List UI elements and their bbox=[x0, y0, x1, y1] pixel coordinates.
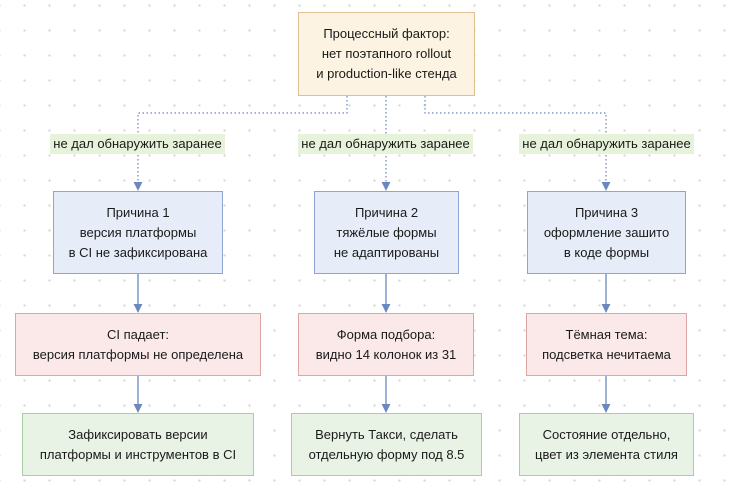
node-line: подсветка нечитаема bbox=[542, 346, 671, 362]
process-factor-node: Процессный фактор: нет поэтапного rollou… bbox=[298, 12, 475, 96]
effect-node-3: Тёмная тема: подсветка нечитаема bbox=[526, 313, 687, 376]
cause-node-3: Причина 3 оформление зашито в коде формы bbox=[527, 191, 686, 274]
node-line: Процессный фактор: bbox=[323, 26, 450, 41]
edge-label-2: не дал обнаружить заранее bbox=[298, 134, 473, 154]
node-line: видно 14 колонок из 31 bbox=[315, 346, 457, 362]
node-line: Причина 1 bbox=[106, 204, 170, 220]
node-line: версия платформы не определена bbox=[32, 346, 244, 362]
node-line: и production-like стенда bbox=[316, 66, 457, 81]
node-line: оформление зашито bbox=[543, 224, 670, 240]
edge-label-3: не дал обнаружить заранее bbox=[519, 134, 694, 154]
node-line: не адаптированы bbox=[333, 244, 440, 260]
node-line: CI падает: bbox=[106, 326, 170, 342]
node-line: нет поэтапного rollout bbox=[321, 46, 452, 61]
node-line: Причина 2 bbox=[354, 204, 419, 220]
node-line: Вернуть Такси, сделать bbox=[315, 426, 458, 442]
node-line: цвет из элемента стиля bbox=[535, 446, 678, 462]
fix-node-3: Состояние отдельно, цвет из элемента сти… bbox=[519, 413, 694, 476]
node-line: тяжёлые формы bbox=[336, 224, 437, 240]
node-line: в CI не зафиксирована bbox=[68, 244, 208, 260]
fix-node-1: Зафиксировать версии платформы и инструм… bbox=[22, 413, 254, 476]
node-line: Причина 3 bbox=[574, 204, 639, 220]
fix-node-2: Вернуть Такси, сделать отдельную форму п… bbox=[291, 413, 482, 476]
effect-node-1: CI падает: версия платформы не определен… bbox=[15, 313, 261, 376]
node-line: платформы и инструментов в CI bbox=[39, 446, 237, 462]
effect-node-2: Форма подбора: видно 14 колонок из 31 bbox=[298, 313, 474, 376]
edge-label-1: не дал обнаружить заранее bbox=[50, 134, 225, 154]
node-line: версия платформы bbox=[79, 224, 197, 240]
cause-node-1: Причина 1 версия платформы в CI не зафик… bbox=[53, 191, 223, 274]
node-line: Форма подбора: bbox=[336, 326, 436, 342]
node-line: Зафиксировать версии bbox=[68, 426, 208, 442]
node-line: Состояние отдельно, bbox=[542, 426, 671, 442]
node-line: Тёмная тема: bbox=[565, 326, 648, 342]
node-line: в коде формы bbox=[563, 244, 650, 260]
node-line: отдельную форму под 8.5 bbox=[308, 446, 465, 462]
cause-node-2: Причина 2 тяжёлые формы не адаптированы bbox=[314, 191, 459, 274]
